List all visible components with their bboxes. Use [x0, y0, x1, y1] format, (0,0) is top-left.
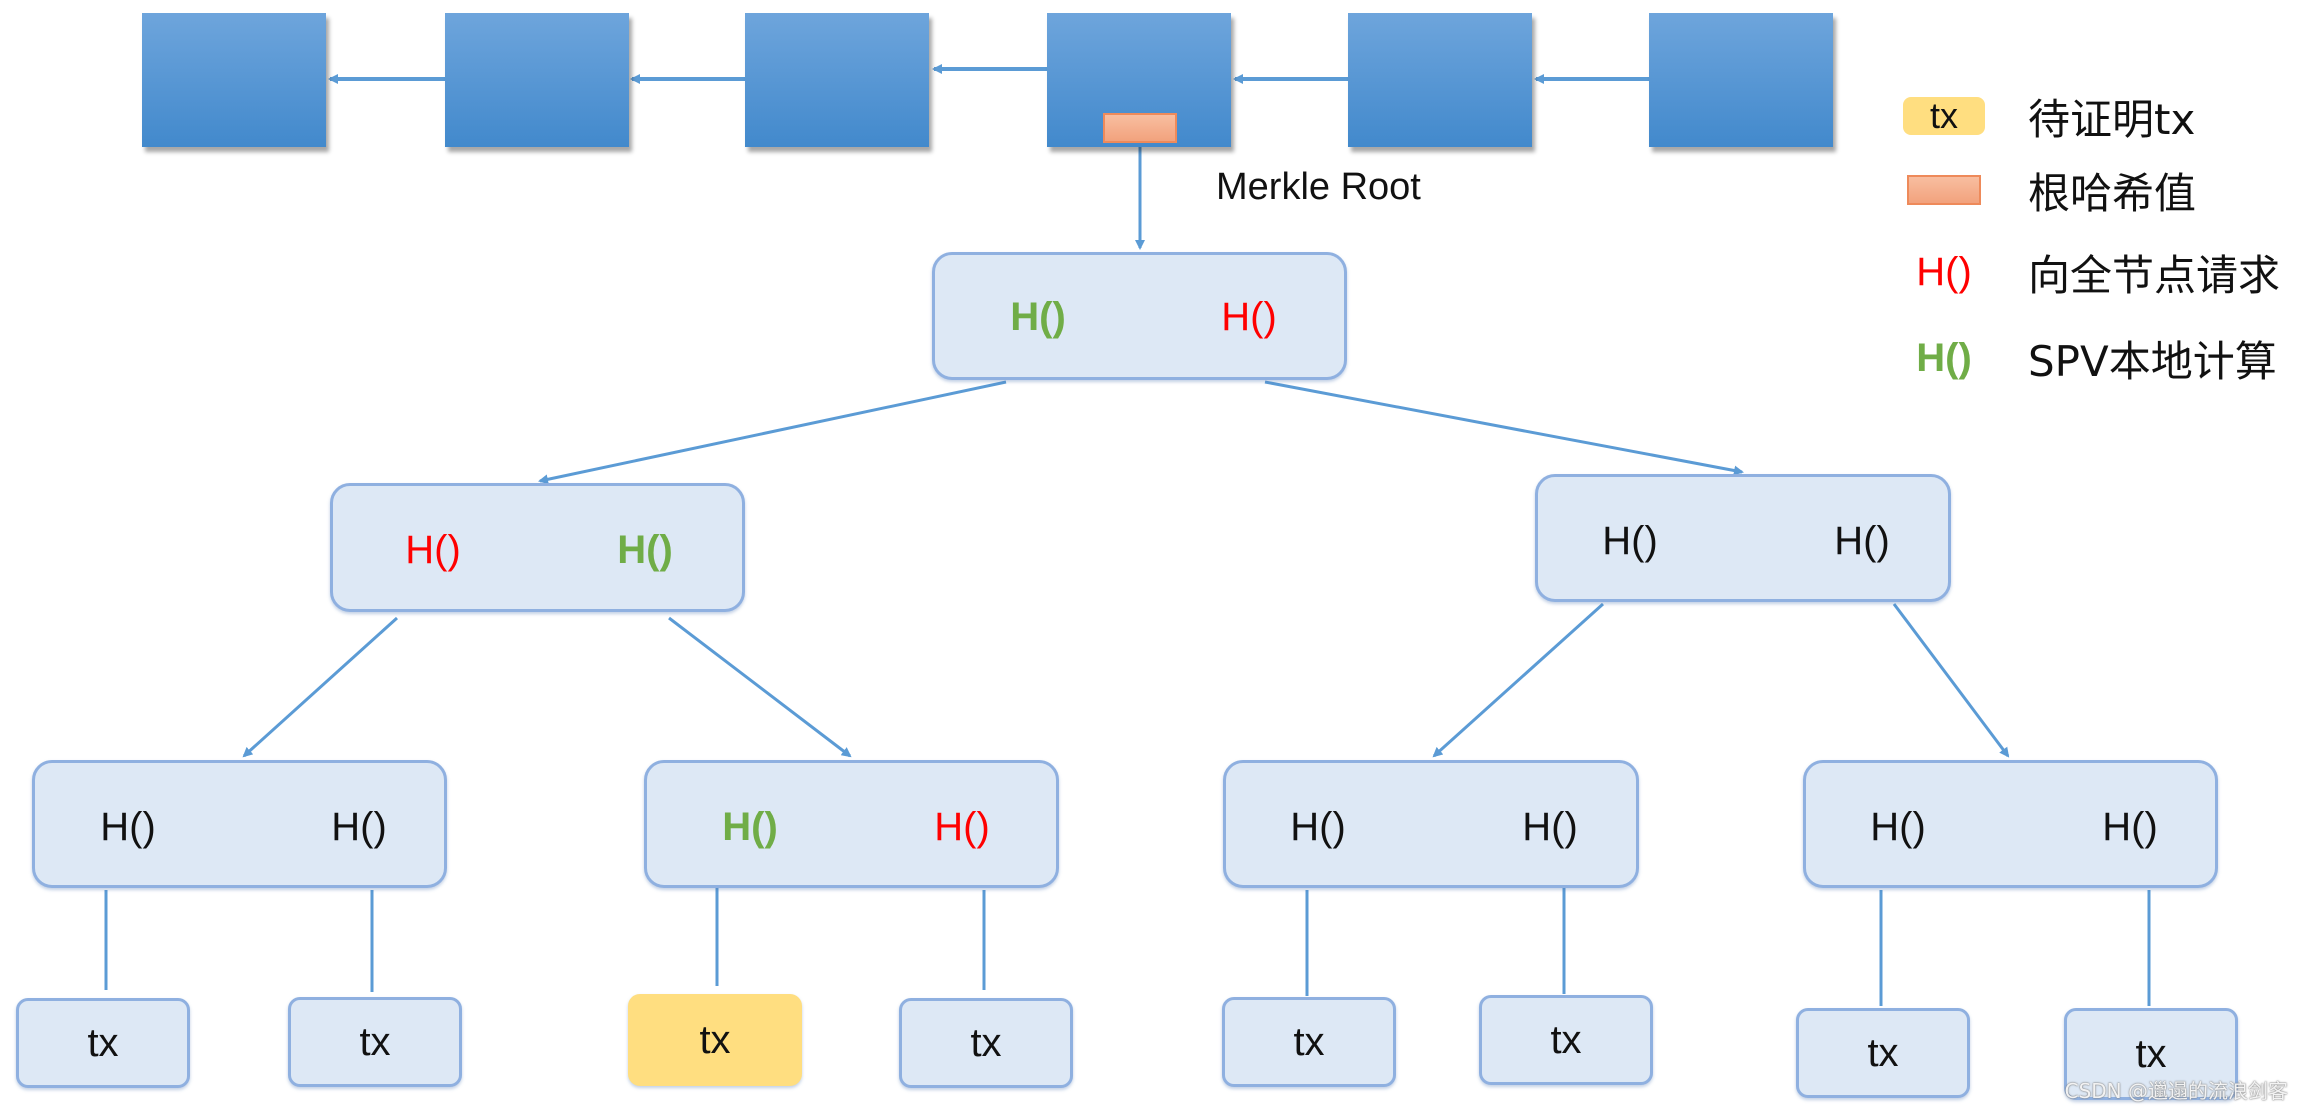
hash-right: H() — [617, 528, 673, 572]
target-tx-swatch: tx — [1903, 95, 1985, 136]
hash-left: H() — [100, 805, 156, 849]
tx-leaf: tx — [1796, 1008, 1970, 1098]
legend-item-target-tx: tx 待证明tx — [1900, 91, 2195, 144]
legend-item-local: H() SPV本地计算 — [1900, 333, 2277, 386]
legend-item-request: H() 向全节点请求 — [1900, 247, 2280, 300]
merkle-root-hash — [1103, 113, 1177, 143]
tree-node-l2: H() H() — [330, 483, 745, 612]
merkle-root-label: Merkle Root — [1216, 166, 1421, 208]
tree-root-node: H() H() — [932, 252, 1347, 380]
hash-right: H() — [1221, 295, 1277, 339]
hash-left: H() — [1602, 519, 1658, 563]
tx-leaf: tx — [1222, 997, 1396, 1087]
watermark: CSDN @邋遢的流浪剑客 — [2064, 1079, 2288, 1103]
tx-leaf: tx — [899, 998, 1073, 1088]
hash-right: H() — [934, 805, 990, 849]
tx-leaf: tx — [1479, 995, 1653, 1085]
tree-node-l2: H() H() — [1535, 474, 1951, 602]
hash-left: H() — [1290, 805, 1346, 849]
block-2 — [445, 13, 629, 147]
tree-arrow — [668, 616, 852, 758]
tree-arrow — [1432, 602, 1605, 758]
legend-label: SPV本地计算 — [2028, 336, 2277, 386]
hash-right: H() — [1834, 519, 1890, 563]
tx-leaf: tx — [16, 998, 190, 1088]
request-hash-symbol: H() — [1916, 249, 1972, 294]
tree-arrow — [538, 380, 1007, 485]
legend-label: 向全节点请求 — [2028, 250, 2281, 300]
block-3 — [745, 13, 929, 147]
tx-leaf: tx — [2064, 1008, 2238, 1100]
hash-left: H() — [722, 805, 778, 849]
block-1 — [142, 13, 326, 147]
root-hash-swatch — [1907, 175, 1981, 205]
legend-label: 根哈希值 — [2028, 168, 2197, 218]
tree-arrow — [1264, 380, 1744, 476]
tree-node-l3: H() H() — [1223, 760, 1639, 888]
tree-node-l3: H() H() — [32, 760, 447, 888]
tx-leaf: tx — [288, 997, 462, 1087]
hash-right: H() — [2102, 805, 2158, 849]
local-hash-symbol: H() — [1916, 335, 1972, 380]
hash-left: H() — [1870, 805, 1926, 849]
legend-label: 待证明tx — [2028, 94, 2196, 144]
hash-left: H() — [405, 528, 461, 572]
hash-right: H() — [1522, 805, 1578, 849]
hash-left: H() — [1010, 295, 1066, 339]
tree-arrow — [1892, 603, 2010, 758]
legend-item-root-hash: 根哈希值 — [1900, 165, 2196, 218]
tree-node-l3: H() H() — [1803, 760, 2218, 888]
tree-arrow — [242, 616, 399, 758]
hash-right: H() — [331, 805, 387, 849]
block-6 — [1649, 13, 1833, 147]
block-5 — [1348, 13, 1532, 147]
tx-leaf-target: tx — [628, 994, 802, 1086]
tree-node-l3: H() H() — [644, 760, 1059, 888]
